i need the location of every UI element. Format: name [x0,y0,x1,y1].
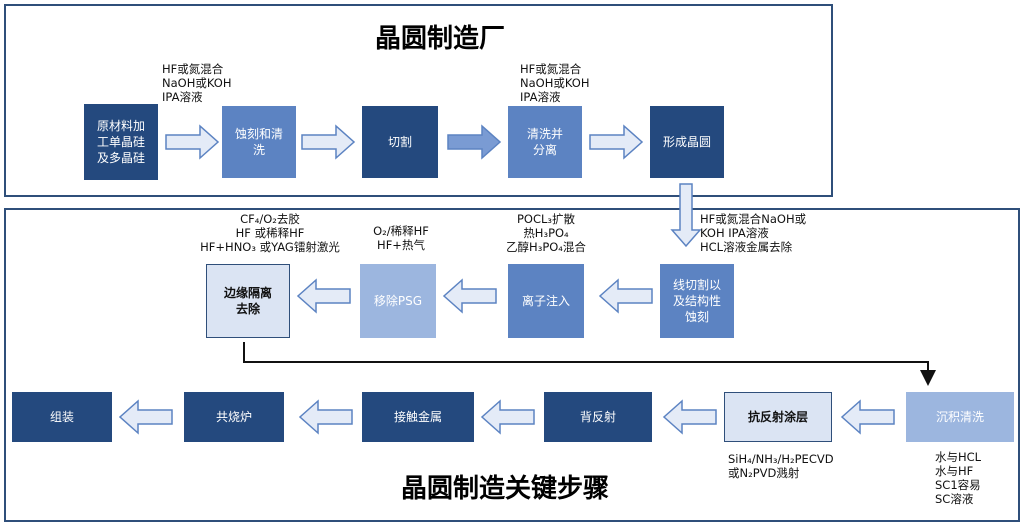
note-clean-chemicals: HF或氮混合 NaOH或KOH IPA溶液 [520,62,590,104]
step-edge-isolation: 边缘隔离 去除 [206,264,290,338]
step-ion-implant: 离子注入 [508,264,584,338]
arrow-row2-1 [840,399,895,435]
step-remove-psg: 移除PSG [360,264,436,338]
step-assembly: 组装 [12,392,112,442]
step-cutting: 切割 [362,106,438,178]
step-form-wafer: 形成晶圆 [650,106,724,178]
top-panel-title: 晶圆制造厂 [374,24,505,54]
step-clean-separate: 清洗并 分离 [508,106,582,178]
arrow-top-2 [301,124,356,160]
arrow-row2-5 [118,399,173,435]
arrow-row2-3 [480,399,535,435]
arrow-row2-2 [662,399,717,435]
bottom-panel [4,208,1020,522]
note-psg-chemicals: O₂/稀释HF HF+热气 [373,224,429,252]
note-anti-reflect-chemicals: SiH₄/NH₃/H₂PECVD 或N₂PVD溅射 [728,452,834,480]
step-anti-reflect-coating: 抗反射涂层 [724,392,832,442]
note-etch-chemicals: HF或氮混合 NaOH或KOH IPA溶液 [162,62,232,104]
arrow-top-3 [447,124,502,160]
step-raw-material: 原材料加 工单晶硅 及多晶硅 [84,104,158,180]
note-deposition-clean-chemicals: 水与HCL 水与HF SC1容易 SC溶液 [935,450,982,506]
note-edge-isolation-chemicals: CF₄/O₂去胶 HF 或稀释HF HF+HNO₃ 或YAG镭射激光 [200,212,340,254]
step-deposition-clean: 沉积清洗 [906,392,1014,442]
arrow-top-1 [165,124,220,160]
step-back-reflect: 背反射 [544,392,652,442]
arrow-top-4 [589,124,644,160]
step-contact-metal: 接触金属 [362,392,474,442]
arrow-row1-2 [442,278,497,314]
step-wire-cut-etch: 线切割以 及结构性 蚀刻 [660,264,734,338]
arrow-row1-1 [598,278,653,314]
step-cofiring-furnace: 共烧炉 [184,392,284,442]
bottom-panel-title: 晶圆制造关键步骤 [400,474,609,504]
step-etch-clean: 蚀刻和清 洗 [222,106,296,178]
note-ion-implant-chemicals: POCL₃扩散 热H₃PO₄ 乙醇H₃PO₄混合 [506,212,586,254]
arrow-down [670,183,702,248]
connector-line [243,342,936,386]
note-wire-cut-chemicals: HF或氮混合NaOH或 KOH IPA溶液 HCL溶液金属去除 [700,212,807,254]
arrow-row1-3 [296,278,351,314]
arrow-row2-4 [298,399,353,435]
